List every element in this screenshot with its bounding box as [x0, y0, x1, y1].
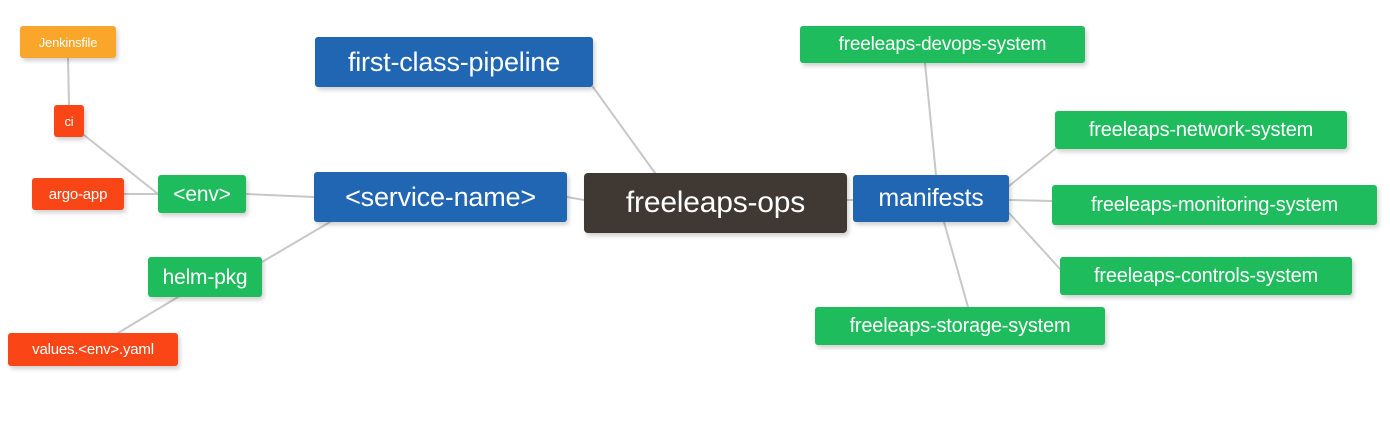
node-devops[interactable]: freeleaps-devops-system [800, 26, 1085, 63]
edge-pipeline-to-freeleaps-ops [592, 86, 656, 174]
edge-env-to-service-name [245, 193, 315, 198]
edge-manifests-to-network [1008, 148, 1056, 187]
edge-service-name-to-freeleaps-ops [566, 196, 585, 201]
node-storage[interactable]: freeleaps-storage-system [815, 307, 1105, 345]
node-values-yaml[interactable]: values.<env>.yaml [8, 333, 178, 366]
node-jenkinsfile[interactable]: Jenkinsfile [20, 26, 116, 58]
node-helm-pkg[interactable]: helm-pkg [148, 257, 262, 297]
node-controls[interactable]: freeleaps-controls-system [1060, 257, 1352, 295]
node-service-name[interactable]: <service-name> [314, 172, 567, 222]
node-network[interactable]: freeleaps-network-system [1055, 111, 1347, 149]
node-argo-app[interactable]: argo-app [32, 178, 124, 210]
edge-manifests-to-monitoring [1008, 199, 1053, 202]
node-env[interactable]: <env> [158, 175, 246, 213]
node-ci[interactable]: ci [54, 105, 84, 137]
node-freeleaps-ops[interactable]: freeleaps-ops [584, 173, 847, 233]
edge-helm-pkg-to-values-yaml [117, 296, 179, 334]
node-pipeline[interactable]: first-class-pipeline [315, 37, 593, 87]
edge-manifests-to-storage [943, 221, 969, 308]
edge-service-name-to-helm-pkg [261, 221, 331, 263]
node-manifests[interactable]: manifests [853, 175, 1009, 222]
edge-manifests-to-devops [924, 62, 937, 176]
edge-jenkinsfile-to-ci [67, 57, 70, 106]
node-monitoring[interactable]: freeleaps-monitoring-system [1052, 185, 1377, 225]
